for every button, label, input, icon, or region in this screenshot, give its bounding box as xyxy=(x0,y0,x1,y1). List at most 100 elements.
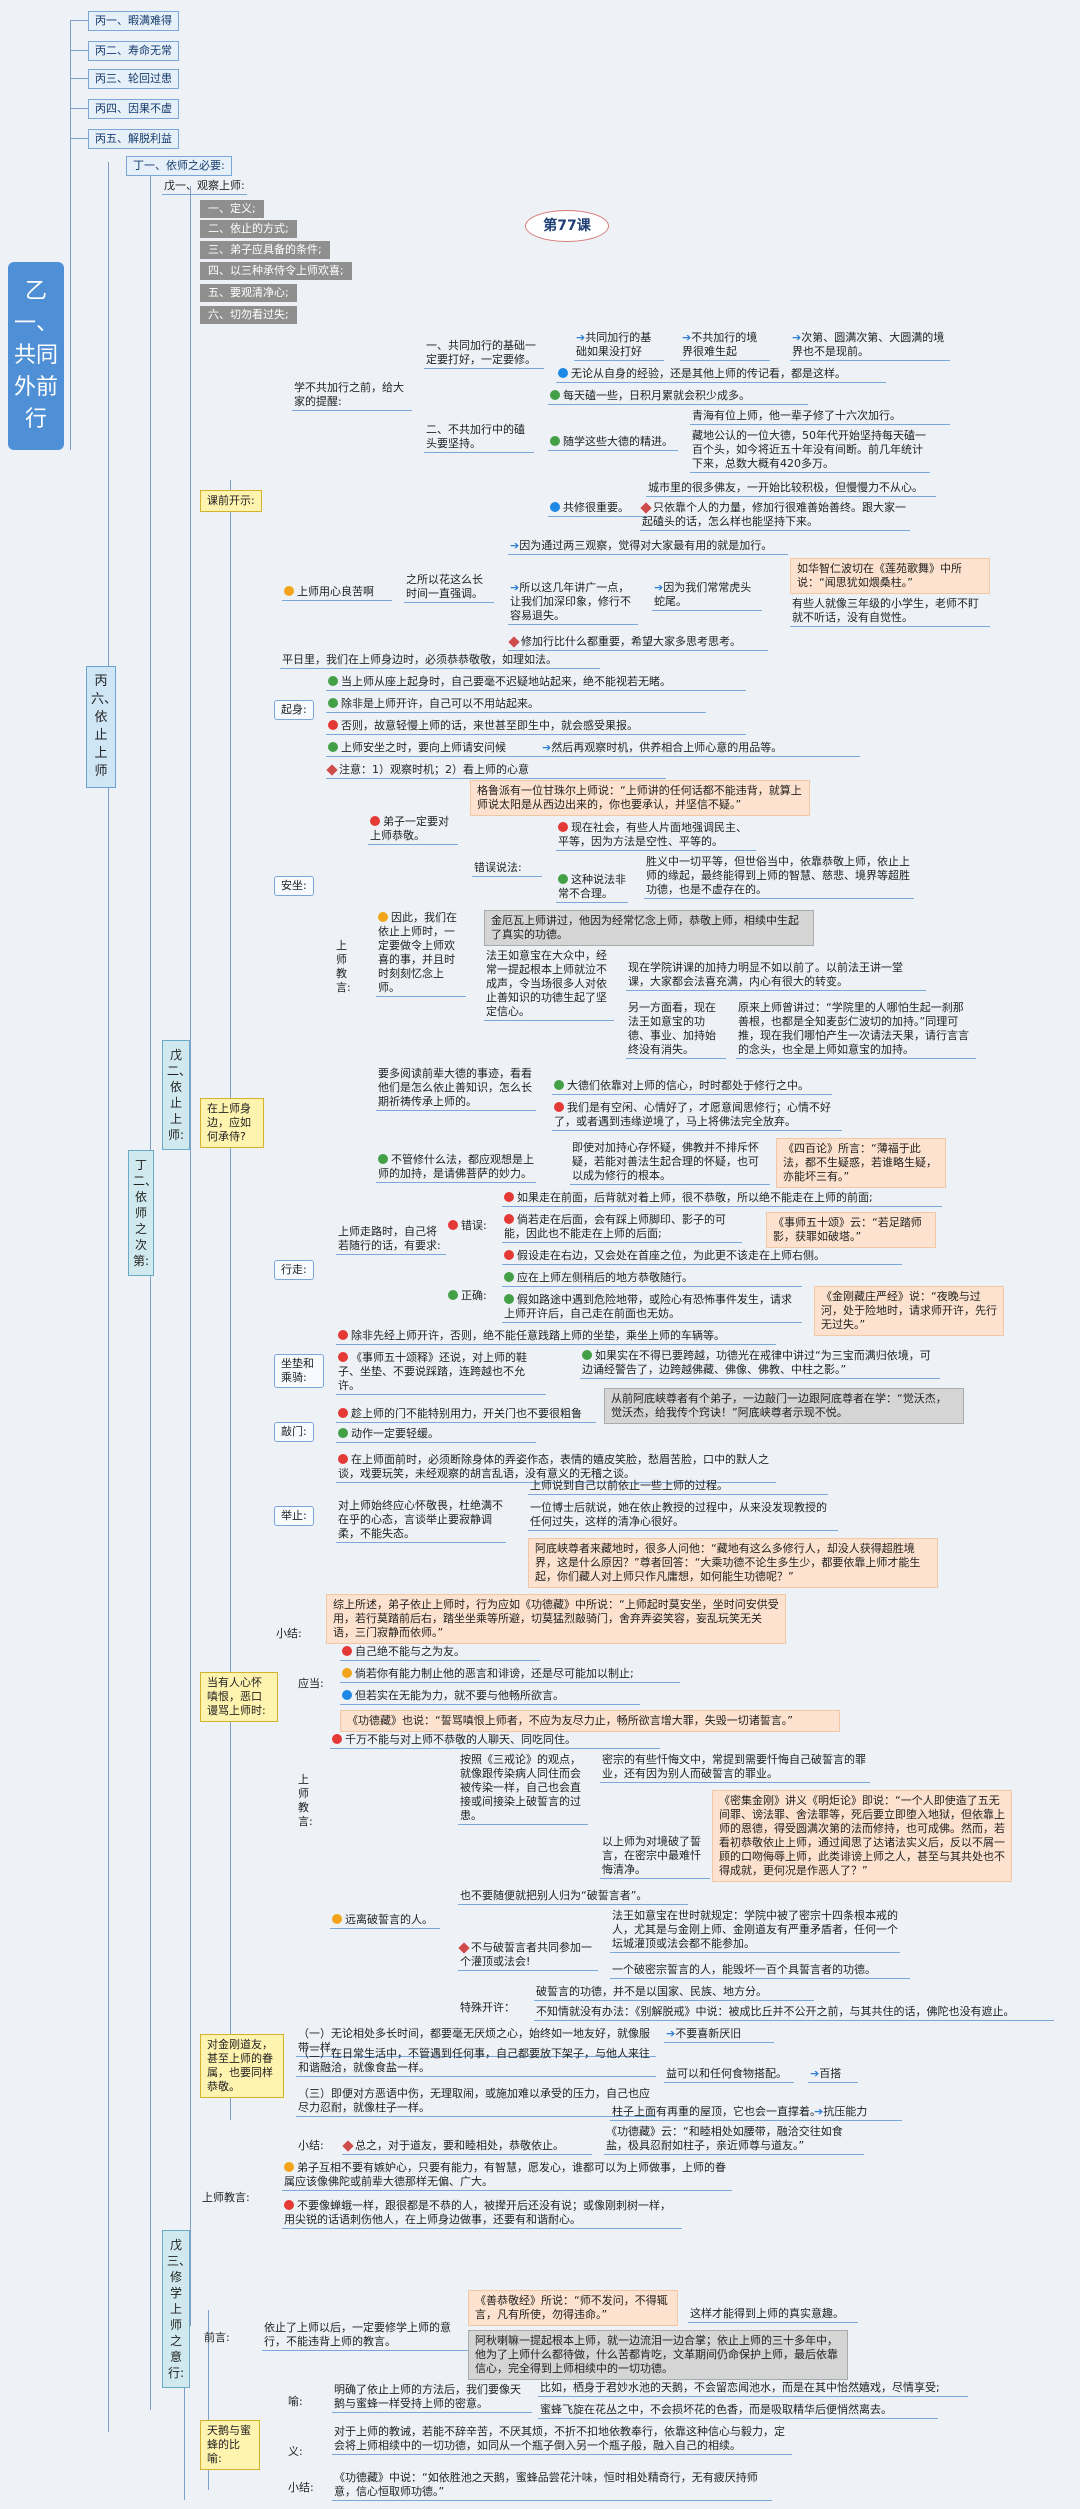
intro-b: 上师用心良苦啊 xyxy=(282,584,392,601)
intro-a1d-text: 无论从自身的经验，还是其他上师的传记看，都是这样。 xyxy=(571,367,846,380)
jz2: 对上师始终应心怀敬畏，杜绝满不在乎的心态，言谈举止要寂静调柔，不能失态。 xyxy=(336,1498,506,1543)
intro-b1f: 修加行比什么都重要，希望大家多思考思考。 xyxy=(508,634,768,651)
kong-xj2: 《功德藏》云：“和睦相处如腰带，融洽交往如食盐，极具忍耐如柱子，亲近师尊与道友。… xyxy=(604,2124,864,2155)
k1: （一）无论相处多长时间，都要毫无厌烦之心，始终如一地友好，就像服带一样。 xyxy=(296,2026,656,2057)
anzuo-2-text: 注意：1）观察时机；2）看上师的心意 xyxy=(339,763,529,776)
intro-b1c-text: 因为我们常常虎头蛇尾。 xyxy=(654,581,752,608)
anger-t2: 远离破誓言的人。 xyxy=(330,1912,440,1929)
anzuo-2: 注意：1）观察时机；2）看上师的心意 xyxy=(326,762,666,779)
k2a: 益可以和任何食物搭配。 xyxy=(664,2066,794,2083)
bing6-node: 丙六、依止上师 xyxy=(86,666,117,788)
intro-a2b2: 藏地公认的一位大德，50年代开始坚持每天磕一百个头，如今将近五十年没有间断。前几… xyxy=(690,428,930,473)
intro-a1: 一、共同加行的基础一定要打好，一定要修。 xyxy=(424,338,544,369)
intro-a2b1: 青海有位上师，他一辈子修了十六次加行。 xyxy=(690,408,950,425)
y1-text: 自己绝不能与之为友。 xyxy=(355,1645,465,1658)
qm2: 动作一定要轻缓。 xyxy=(336,1426,536,1443)
intro-b1a-text: 因为通过两三观察，觉得对大家最有用的就是加行。 xyxy=(519,539,773,552)
intro-b1b: ➔所以这几年讲广一点，让我们加深印象，修行不容易退失。 xyxy=(508,580,638,625)
t2-text: 因此，我们在依止上师时，一定要做令上师欢喜的事，并且时时刻刻忆念上师。 xyxy=(378,911,457,994)
jz2b: 一位博士后就说，她在依止教授的过程中，从来没发现教授的任何过失，这样的清净心很好… xyxy=(528,1500,838,1531)
intro-b1a: ➔因为通过两三观察，觉得对大家最有用的就是加行。 xyxy=(508,538,788,555)
q1a: 《善恭敬经》所说：“师不发问，不得辄言，凡有所使，勿得违命。” xyxy=(468,2290,678,2326)
intro-a1a-text: 共同加行的基础如果没打好 xyxy=(576,331,652,358)
intro-a1b: ➔不共加行的境界很难生起 xyxy=(680,330,770,361)
ding1-node: 丁一、依师之必要: xyxy=(126,156,232,176)
qishen-1: 当上师从座上起身时，自己要毫不迟疑地站起来，绝不能视若无睹。 xyxy=(326,674,746,691)
lama-l2-text: 不要像蝉蛾一样，跟很都是不恭的人，被撵开后还没有说；或像刚刺树一样，用尖锐的话语… xyxy=(284,2199,671,2226)
jz2c: 阿底峡尊者来藏地时，很多人问他：“藏地有这么多修行人，却没人获得超胜境界，这是什… xyxy=(528,1538,938,1588)
anger-t2-text: 远离破誓言的人。 xyxy=(345,1913,433,1926)
t4b: 《四百论》所言：“薄福于此法，都不生疑惑，若谁略生疑，亦能坏三有。” xyxy=(776,1138,946,1188)
intro-b1f-text: 修加行比什么都重要，希望大家多思考思考。 xyxy=(521,635,741,648)
intro-a2b: 随学这些大德的精进。 xyxy=(548,434,678,451)
intro-a2c-text: 共修很重要。 xyxy=(563,501,629,514)
xz-w2: 倘若走在后面，会有踩上师脚印、影子的可能，因此也不能走在上师的后面; xyxy=(502,1212,742,1243)
qm1: 趁上师的门不能特别用力，开关门也不要很粗鲁 xyxy=(336,1406,596,1423)
k1a-text: 不要喜新厌旧 xyxy=(675,2027,742,2040)
t2: 因此，我们在依止上师时，一定要做令上师欢喜的事，并且时时刻刻忆念上师。 xyxy=(376,910,466,997)
zd1: 除非先经上师开许，否则，绝不能任意践踏上师的坐垫，乘坐上师的车辆等。 xyxy=(336,1328,776,1345)
yu1a: 比如，栖身于君妙水池的天鹅，不会留恋闻池水，而是在其中怡然嬉戏，尽情享受; xyxy=(538,2380,968,2397)
zd2: 《事师五十颂释》还说，对上师的鞋子、坐垫、不要说踩踏，连跨越也不允许。 xyxy=(336,1350,546,1395)
t2b2: 另一方面看，现在法王如意宝的功德、事业、加持始终没有消失。 xyxy=(626,1000,726,1059)
qishen-2: 除非是上师开许，自己可以不用站起来。 xyxy=(326,696,706,713)
y1: 自己绝不能与之为友。 xyxy=(340,1644,540,1661)
ding2-node: 丁二、依师之次第: xyxy=(128,1150,157,1276)
xz-wrong-text: 错误: xyxy=(461,1219,487,1232)
yu1b: 蜜蜂飞旋在花丛之中，不会损坏花的色香，而是吸取精华后便悄然离去。 xyxy=(538,2402,938,2419)
anger-teach-label: 上师教言: xyxy=(298,1773,313,1828)
anzuo-1a: ➔然后再观察时机，供养相合上师心意的用品等。 xyxy=(540,740,860,757)
xiaojie-label: 小结: xyxy=(276,1627,302,1640)
yu1: 明确了依止上师的方法后，我们要像天鹅与蜜蜂一样受持上师的密意。 xyxy=(332,2382,532,2413)
grey-item-3: 三、弟子应具备的条件; xyxy=(200,241,330,259)
zuodian-node: 坐垫和乘骑: xyxy=(274,1354,324,1388)
t3a-text: 大德们依靠对上师的信心，时时都处于修行之中。 xyxy=(567,1079,809,1092)
zd3-text: 如果实在不得已要跨越，功德光在戒律中讲过“为三宝而满归依境，可边诵经警告了，边跨… xyxy=(582,1349,931,1376)
wu2-node: 戊二、依止上师: xyxy=(162,1040,191,1150)
zd1-text: 除非先经上师开许，否则，绝不能任意践踏上师的坐垫，乘坐上师的车辆等。 xyxy=(351,1329,725,1342)
anger-label: 当有人心怀嗔恨，恶口谩骂上师时: xyxy=(200,1672,278,1722)
kong-xj1-text: 总之，对于道友，要和睦相处，恭敬依止。 xyxy=(355,2139,564,2152)
xz-r3: 《金刚藏庄严经》说：“夜晚与过河，处于险地时，请求师开许，先行无过失。” xyxy=(814,1286,1004,1336)
anger-t2d: 不与破誓言者共同参加一个灌顶或法会! xyxy=(458,1940,598,1971)
anger-t2d1: 法王如意宝在世时就规定：学院中被了密宗十四条根本戒的人，尤其是与金刚上师、金刚道… xyxy=(610,1908,900,1953)
intro-b1d: 如华智仁波切在《莲苑歌舞》中所说：“闻思犹如煨桑柱。” xyxy=(790,558,990,594)
xingzou-node: 行走: xyxy=(274,1260,314,1280)
xz-r2: 假如路途中遇到危险地带，或险心有恐怖事件发生，请求上师开许后，自己走在前面也无妨… xyxy=(502,1292,802,1323)
xz-right: 正确: xyxy=(446,1288,489,1304)
kong-label: 对金刚道友，甚至上师的眷属，也要同样恭敬。 xyxy=(200,2034,284,2098)
grey-item-4: 四、以三种承侍令上师欢喜; xyxy=(200,262,352,280)
grey-item-1: 一、定义; xyxy=(200,200,264,218)
anger-t1: 千万不能与对上师不恭敬的人聊天、同吃同住。 xyxy=(330,1732,660,1749)
t2b1: 现在学院讲课的加持力明显不如以前了。以前法王讲一堂课，大家都会法喜充满，内心有很… xyxy=(626,960,926,991)
anger-t2a1: 密宗的有些忏悔文中，常提到需要忏悔自己破誓言的罪业，还有因为别人而破誓言的罪业。 xyxy=(600,1752,870,1783)
t3b: 我们是有空闲、心情好了，才愿意闻思修行；心情不好了，或者遇到违缘逆境了，马上将佛… xyxy=(552,1100,842,1131)
xz-w3: 假设走在右边，又会处在首座之位，为此更不该走在上师右侧。 xyxy=(502,1248,902,1265)
xz-right-text: 正确: xyxy=(461,1289,487,1302)
qishen-3-text: 否则，故意轻慢上师的话，来世甚至即生中，就会感受果报。 xyxy=(341,719,638,732)
top-item-4: 丙四、因果不虚 xyxy=(88,99,179,119)
t4: 不管修什么法，都应观想是上师的加持，是请佛菩萨的妙力。 xyxy=(376,1152,536,1183)
intro-a1a: ➔共同加行的基础如果没打好 xyxy=(574,330,664,361)
jz2a: 上师说到自己以前依止一些上师的过程。 xyxy=(528,1478,828,1495)
zd2-text: 《事师五十颂释》还说，对上师的鞋子、坐垫、不要说踩踏，连跨越也不允许。 xyxy=(338,1351,527,1392)
qiaomen-node: 敲门: xyxy=(274,1422,314,1442)
top-item-5: 丙五、解脱利益 xyxy=(88,129,179,149)
jz1: 在上师面前时，必须断除身体的弄姿作态，表情的嬉皮笑脸，愁眉苦脸，口中的默人之谈，… xyxy=(336,1452,776,1483)
qishen-2-text: 除非是上师开许，自己可以不用站起来。 xyxy=(341,697,539,710)
xz-w1: 如果走在前面，后背就对着上师，很不恭敬，所以绝不能走在上师的前面; xyxy=(502,1190,942,1207)
k3a: 柱子上面有再重的屋顶，它也会一直撑着。 xyxy=(610,2104,840,2121)
t1a: 格鲁派有一位甘珠尔上师说：“上师讲的任何话都不能违背，就算上师说太阳是从西边出来… xyxy=(470,780,810,816)
grey-item-2: 二、依止的方式; xyxy=(200,220,297,238)
yi-label: 义: xyxy=(288,2445,303,2458)
intro-a2a-text: 每天磕一些，日积月累就会积少成多。 xyxy=(563,389,750,402)
anger-t2b: 以上师为对境破了誓言，在密宗中最难忏悔清净。 xyxy=(600,1834,710,1879)
anger-t2d3a: 破誓言的功德，并不是以国家、民族、地方分。 xyxy=(534,1984,814,2001)
jz1-text: 在上师面前时，必须断除身体的弄姿作态，表情的嬉皮笑脸，愁眉苦脸，口中的默人之谈，… xyxy=(338,1453,769,1480)
y3: 但若实在无能为力，就不要与他畅所欲言。 xyxy=(340,1688,640,1705)
zd3: 如果实在不得已要跨越，功德光在戒律中讲过“为三宝而满归依境，可边诵经警告了，边跨… xyxy=(580,1348,940,1379)
t2b: 法王如意宝在大众中，经常一提起根本上师就泣不成声，令当场很多人对依止善知识的功德… xyxy=(484,948,614,1021)
k3b-text: 抗压能力 xyxy=(823,2105,868,2118)
intro-a2c2: 只依靠个人的力量，修加行很难善始善终。跟大家一起磕头的话，怎么样也能坚持下来。 xyxy=(640,500,910,531)
kong-xj-label: 小结: xyxy=(298,2139,324,2152)
